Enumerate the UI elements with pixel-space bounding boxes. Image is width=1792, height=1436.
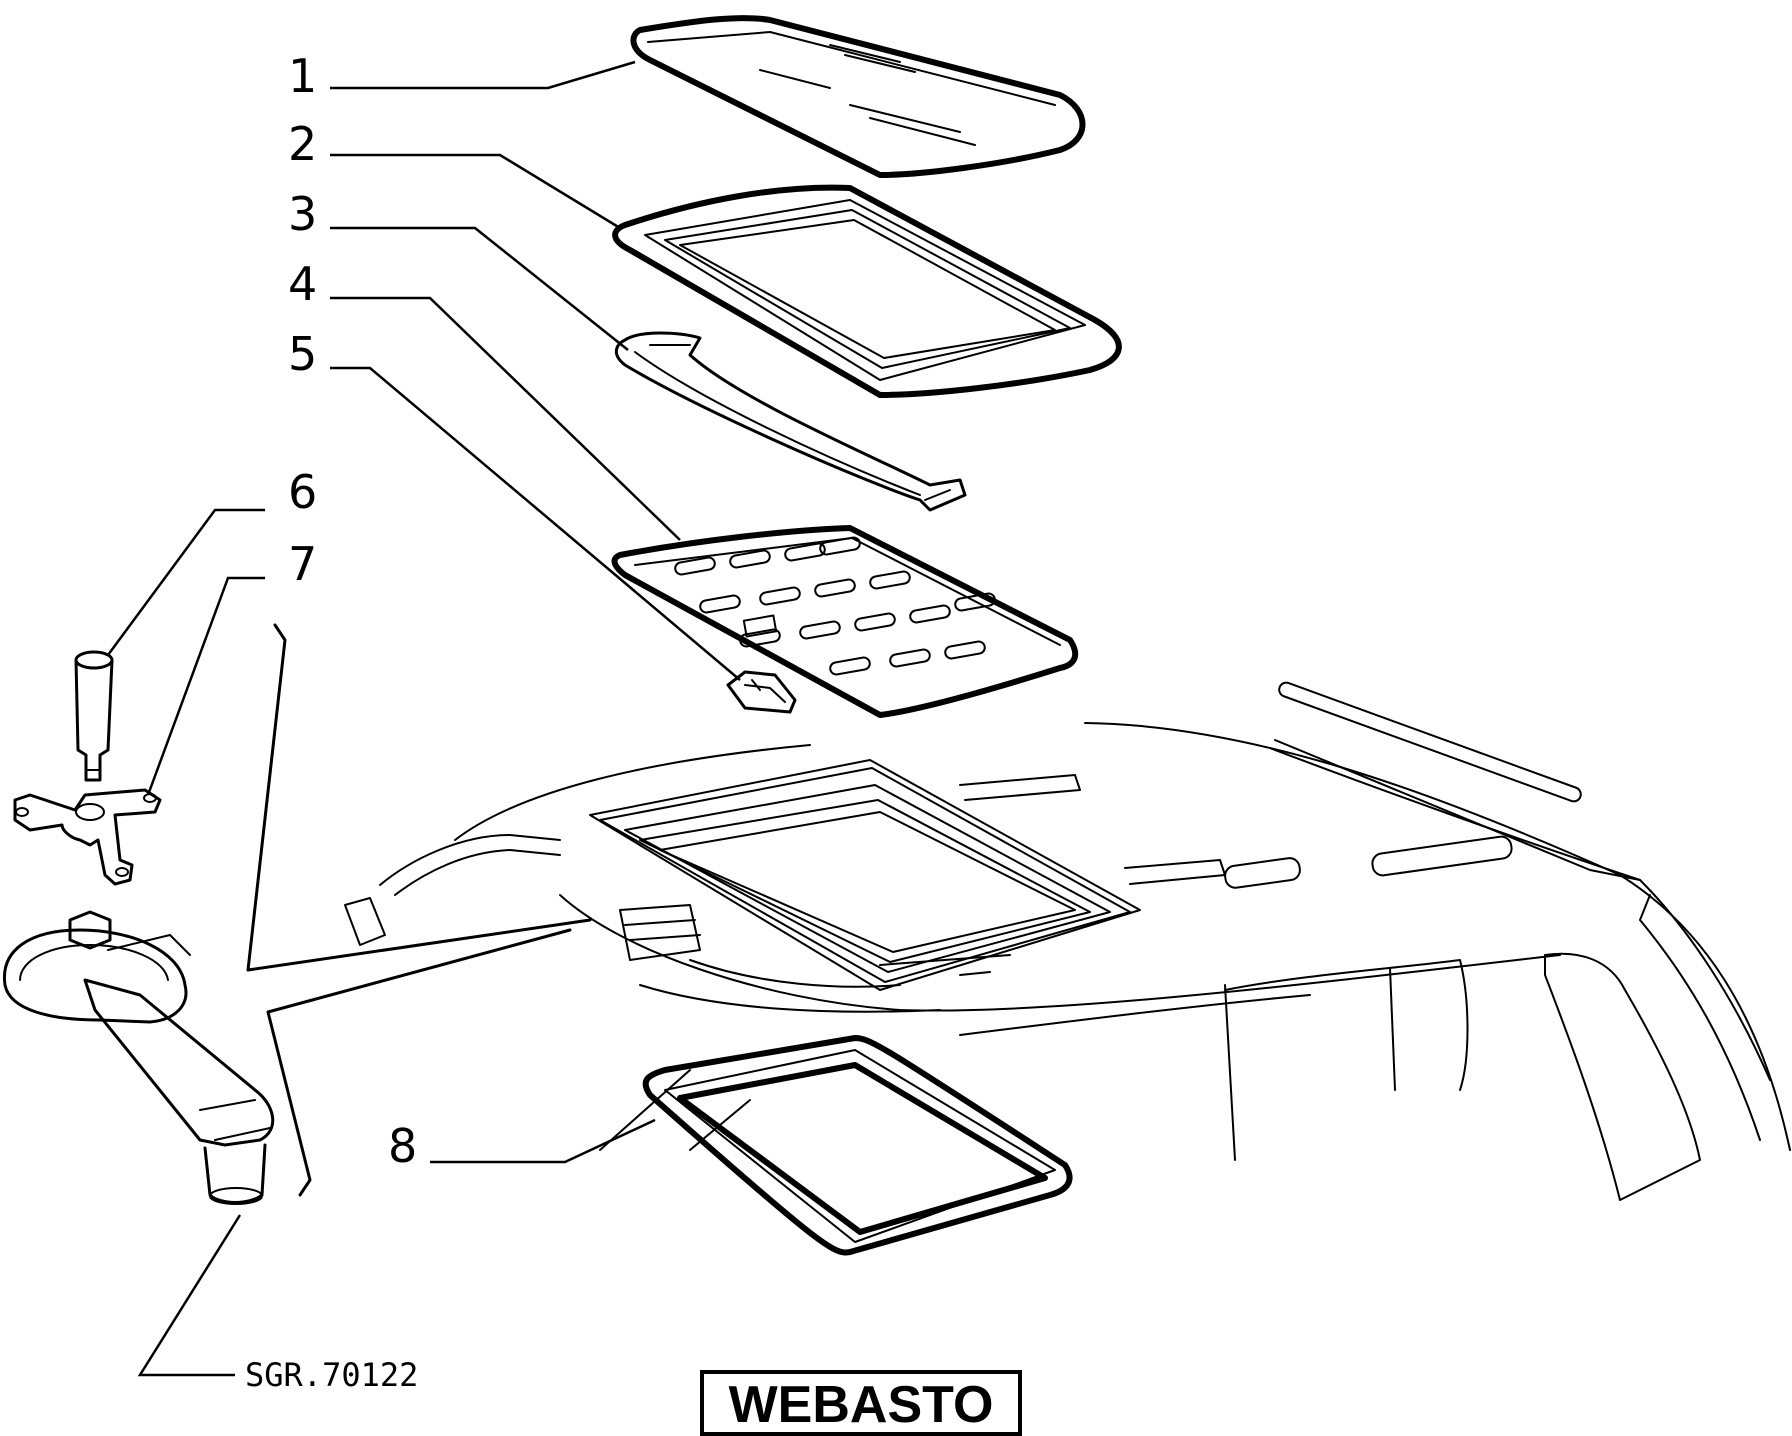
sunshade-slots: [674, 536, 996, 676]
sunshade-panel: [611, 525, 1079, 718]
wind-deflector: [614, 331, 967, 512]
callout-7: 7: [288, 537, 317, 591]
callout-2: 2: [288, 117, 317, 171]
leader-lines: [106, 60, 741, 1377]
brand-box: WEBASTO: [700, 1370, 1022, 1436]
three-arm-bracket: [13, 788, 162, 886]
callout-1: 1: [288, 49, 317, 103]
callout-6: 6: [288, 465, 317, 519]
brand-label: WEBASTO: [729, 1376, 994, 1434]
callout-labels: 1 2 3 4 5 6 7 8: [288, 49, 417, 1173]
reference-code: SGR.70122: [245, 1356, 418, 1394]
seal-frame: [612, 184, 1122, 398]
installed-sunroof-frame: [344, 759, 1226, 991]
car-roof-outline: [454, 681, 1791, 1201]
callout-3: 3: [288, 187, 317, 241]
inner-trim-frame: [642, 1035, 1073, 1256]
assembly-bracket: [246, 623, 592, 1197]
handle-clip: [726, 670, 797, 714]
callout-8: 8: [388, 1119, 417, 1173]
callout-4: 4: [288, 257, 317, 311]
glass-panel: [630, 15, 1086, 178]
callout-5: 5: [288, 327, 317, 381]
pin: [74, 650, 114, 782]
crank-handle: [2, 910, 275, 1205]
